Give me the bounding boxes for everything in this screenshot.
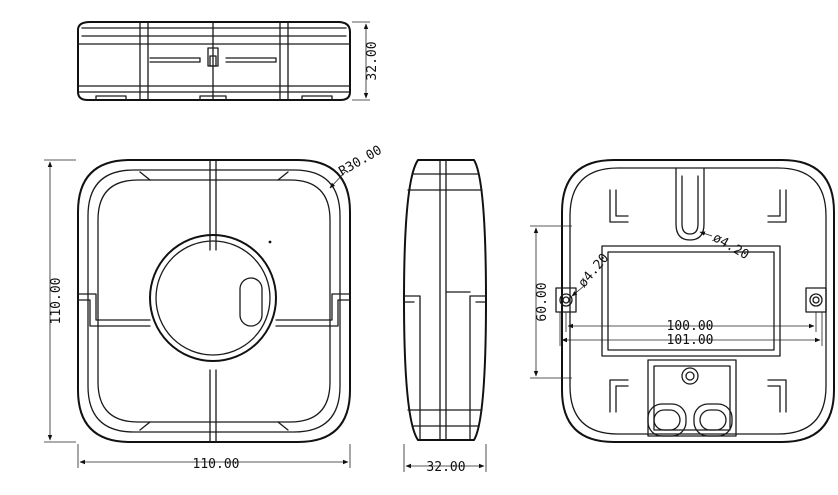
- rear-hole-spacing-inner-dimension: 100.00: [667, 319, 714, 334]
- side-view-depth-dimension: 32.00: [426, 460, 465, 475]
- side-view: 32.00: [403, 159, 487, 475]
- corner-radius-label: R30.00: [337, 143, 385, 179]
- rear-view: 60.00 100.00 101.00 ø4.20 ø4.20: [530, 159, 835, 443]
- rear-hole-diameter-label: ø4.20: [576, 251, 613, 291]
- front-view: R30.00 110.00 110.00: [44, 143, 385, 472]
- front-view-height-dimension: 110.00: [49, 278, 64, 325]
- rear-hole-vertical-spacing-dimension: 60.00: [535, 282, 550, 321]
- top-view-height-dimension: 32.00: [365, 41, 380, 80]
- front-view-width-dimension: 110.00: [193, 457, 240, 472]
- top-view: 32.00: [77, 21, 380, 101]
- rear-slot-diameter-label: ø4.20: [710, 230, 751, 263]
- rear-hole-spacing-outer-dimension: 101.00: [667, 333, 714, 348]
